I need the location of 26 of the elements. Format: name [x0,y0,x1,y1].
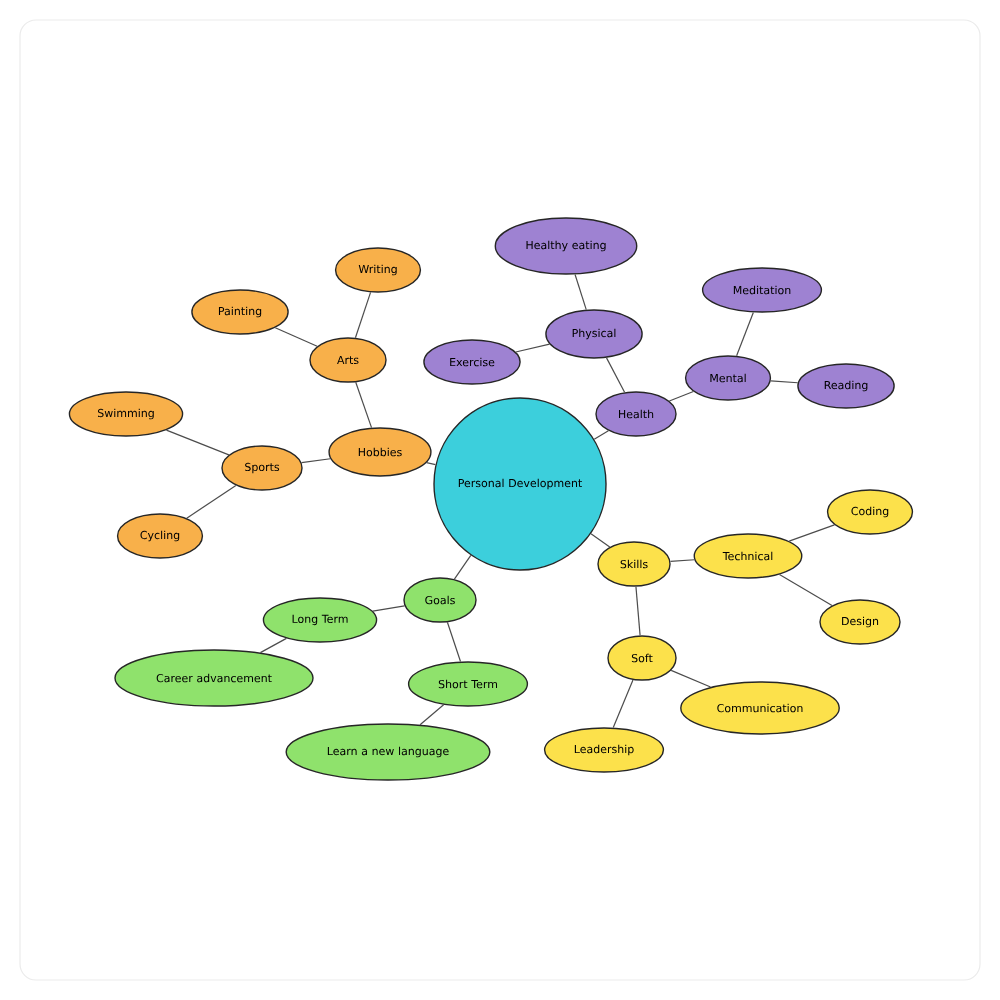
connector-line [612,679,634,729]
connector-line [515,343,551,353]
connector-line [372,605,406,612]
connector-line [354,291,372,339]
connector-line [446,621,462,663]
connector-line [165,429,230,456]
connector-line [186,484,237,519]
connector-line [274,327,318,347]
connector-line [736,311,754,357]
connector-line [788,524,836,542]
connector-line [419,704,445,726]
connector-line [670,669,712,688]
connector-line [635,586,641,636]
connector-line [605,357,626,393]
connector-line [425,462,437,466]
connector-line [300,458,331,464]
connector-line [574,273,587,311]
connector-line [770,380,799,384]
connector-line [259,637,287,654]
connector-line [778,573,833,607]
connector-line [355,381,373,429]
connector-line [590,533,611,548]
connector-line [669,559,695,563]
connector-line [453,554,472,580]
connector-line [668,390,694,402]
connector-line [593,430,609,440]
